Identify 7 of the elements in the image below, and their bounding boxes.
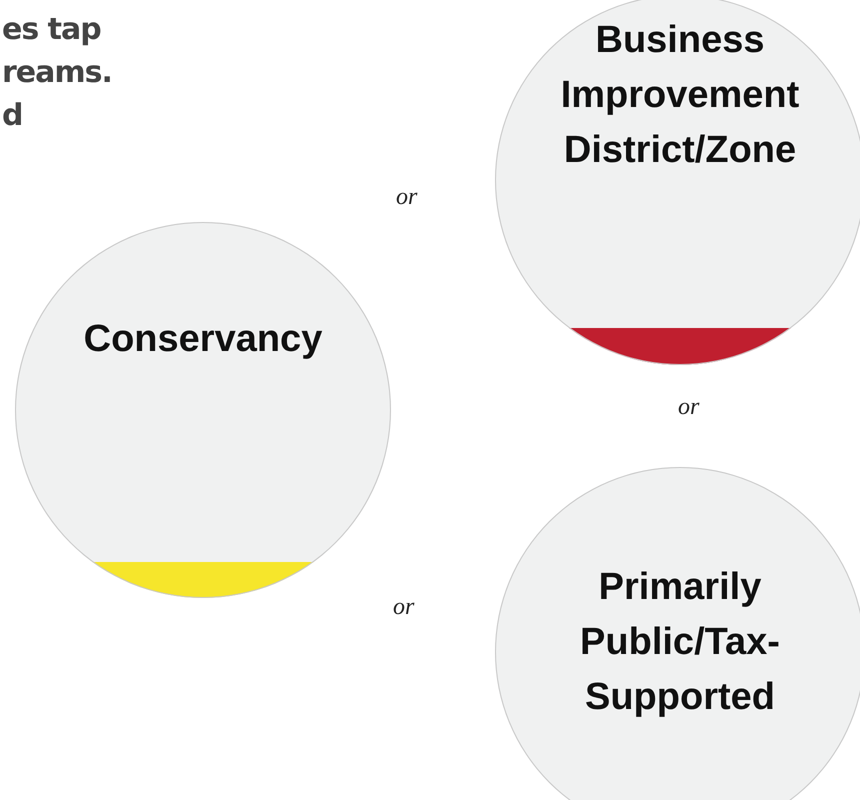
node-label: Business Improvement District/Zone [560, 18, 800, 173]
connector-word: or [393, 594, 414, 621]
connector-word: or [396, 184, 418, 211]
connector-word: or [678, 394, 700, 421]
paragraph: es tap reams. d [2, 11, 113, 135]
node-label: Primarily Public/Tax-Supported [579, 565, 781, 720]
node-label: Conservancy [82, 317, 324, 362]
